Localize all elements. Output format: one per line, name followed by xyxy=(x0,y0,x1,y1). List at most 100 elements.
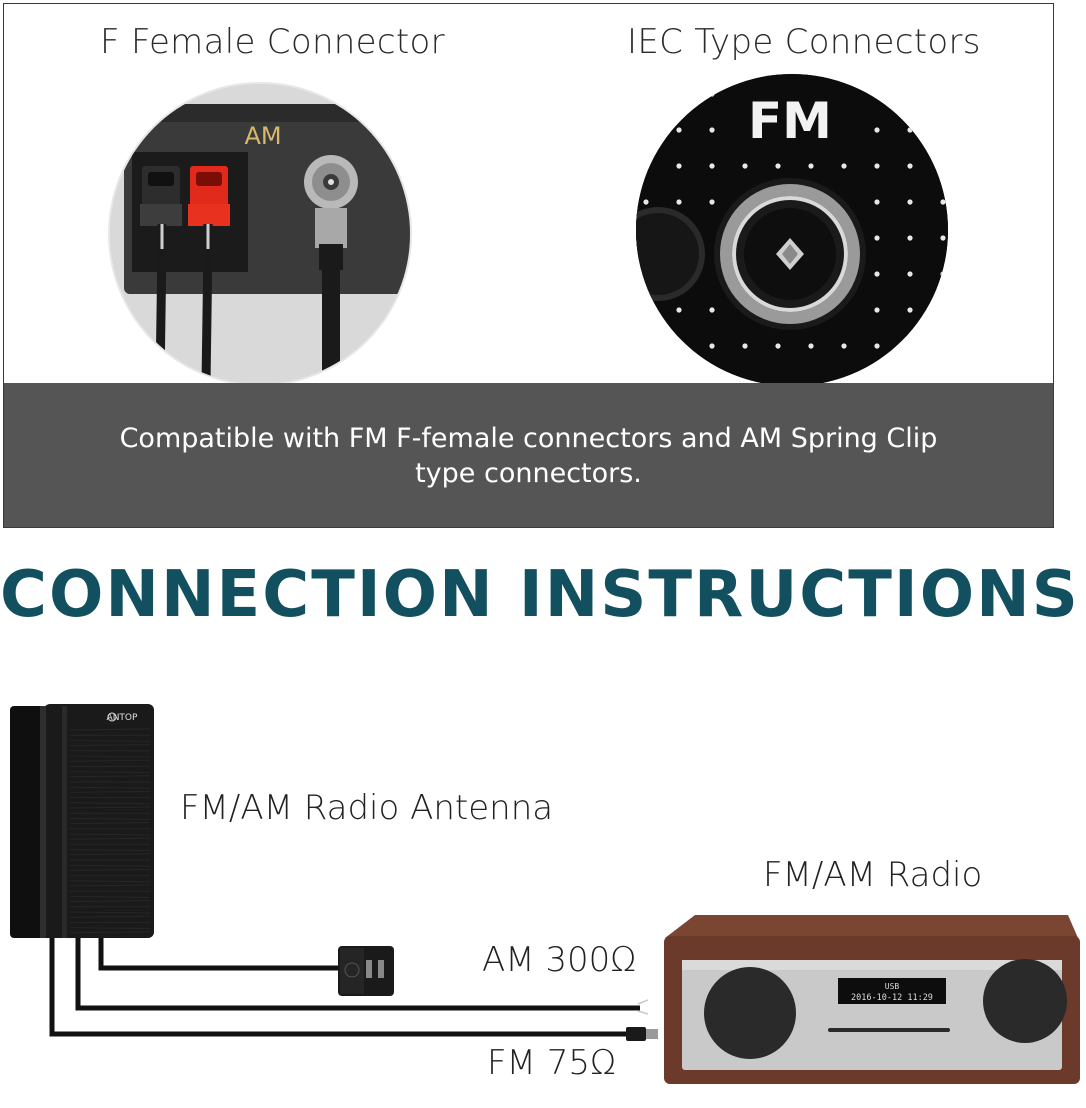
panel-dot xyxy=(907,343,913,349)
panel-dot xyxy=(775,163,781,169)
iec-connector-title: IEC Type Connectors xyxy=(627,22,981,62)
antenna-texture-line xyxy=(69,822,151,825)
panel-dot xyxy=(907,271,913,277)
am-panel-text: AM xyxy=(244,122,281,150)
radio-right-speaker xyxy=(983,959,1067,1043)
iec-connector-illustration: FM xyxy=(636,74,948,386)
antenna-texture-line xyxy=(69,790,151,793)
antenna-texture-line xyxy=(69,759,151,762)
connection-diagram: ANTOP USB 2016-10-12 11:29 xyxy=(10,704,1080,1084)
panel-dot xyxy=(808,163,814,169)
antenna-texture-line xyxy=(69,849,151,852)
antenna-texture-line xyxy=(69,771,151,774)
radio-disc-slot xyxy=(828,1028,950,1032)
panel-dot xyxy=(709,199,715,205)
radio-illustration: USB 2016-10-12 11:29 xyxy=(664,915,1080,1084)
compatibility-caption: Compatible with FM F-female connectors a… xyxy=(119,423,938,489)
panel-dot xyxy=(643,343,649,349)
antenna-texture-line xyxy=(69,915,151,918)
panel-dot xyxy=(643,163,649,169)
antenna-texture-line xyxy=(69,744,151,747)
panel-dot xyxy=(709,343,715,349)
antenna-texture-line xyxy=(69,884,151,887)
antenna-texture-line xyxy=(69,739,151,742)
panel-dot xyxy=(907,199,913,205)
antenna-texture-line xyxy=(69,868,151,871)
panel-dot xyxy=(841,343,847,349)
panel-dot xyxy=(676,343,682,349)
radio-display-bottom-text: 2016-10-12 11:29 xyxy=(851,993,933,1003)
connection-instructions-heading: CONNECTION INSTRUCTIONS xyxy=(0,558,1080,632)
radio-left-speaker xyxy=(704,967,796,1059)
panel-dot xyxy=(643,307,649,313)
panel-dot xyxy=(643,127,649,133)
panel-dot xyxy=(874,199,880,205)
radio-display xyxy=(838,978,946,1004)
panel-dot xyxy=(775,343,781,349)
fm-panel-text: FM xyxy=(748,92,832,150)
antenna-texture-line xyxy=(69,895,151,898)
panel-dot xyxy=(907,91,913,97)
antenna-texture-line xyxy=(69,880,151,883)
panel-dot xyxy=(676,199,682,205)
panel-dot xyxy=(643,91,649,97)
panel-dot xyxy=(709,91,715,97)
antenna-illustration: ANTOP xyxy=(10,704,154,938)
antenna-texture-line xyxy=(69,864,151,867)
iec-connector-photo: FM xyxy=(636,74,948,386)
panel-dot xyxy=(676,163,682,169)
antenna-texture-line xyxy=(69,900,151,903)
antop-logo-text: ANTOP xyxy=(107,713,138,723)
panel-dot xyxy=(808,343,814,349)
panel-dot xyxy=(742,163,748,169)
connector-comparison-panel: F Female Connector IEC Type Connectors A… xyxy=(3,3,1054,528)
panel-dot xyxy=(841,163,847,169)
f-female-connector-photo: AM xyxy=(110,84,410,384)
f-female-connector-title: F Female Connector xyxy=(100,22,445,62)
antenna-texture-line xyxy=(69,728,151,731)
panel-dot xyxy=(940,91,946,97)
antenna-texture-line xyxy=(69,837,151,840)
am-bare-wire-ends xyxy=(637,999,649,1015)
panel-dot xyxy=(874,91,880,97)
am-impedance-label: AM 300Ω xyxy=(482,940,637,980)
panel-dot xyxy=(709,307,715,313)
antenna-texture-line xyxy=(69,802,151,805)
antenna-cables xyxy=(49,938,640,1037)
antenna-texture-line xyxy=(69,931,151,934)
antenna-texture-line xyxy=(69,853,151,856)
antenna-texture-line xyxy=(69,911,151,914)
antop-logo-icon xyxy=(107,712,117,722)
antenna-texture-line xyxy=(69,833,151,836)
antenna-texture-line xyxy=(69,927,151,930)
panel-dot xyxy=(643,199,649,205)
antenna-label: FM/AM Radio Antenna xyxy=(180,788,554,828)
panel-dot xyxy=(907,235,913,241)
panel-dot xyxy=(940,199,946,205)
panel-dot xyxy=(940,271,946,277)
panel-dot xyxy=(742,343,748,349)
panel-dot xyxy=(907,127,913,133)
panel-dot xyxy=(676,127,682,133)
panel-dot xyxy=(940,127,946,133)
antenna-texture-line xyxy=(69,786,151,789)
panel-dot xyxy=(874,343,880,349)
panel-dot xyxy=(676,91,682,97)
panel-dot xyxy=(874,271,880,277)
panel-dot xyxy=(709,163,715,169)
panel-dot xyxy=(874,307,880,313)
panel-dot xyxy=(940,307,946,313)
panel-dot xyxy=(907,307,913,313)
panel-dot xyxy=(874,127,880,133)
panel-dot xyxy=(907,163,913,169)
power-adapter xyxy=(338,946,394,996)
panel-dot xyxy=(940,343,946,349)
panel-dot xyxy=(874,235,880,241)
f-female-connector-illustration: AM xyxy=(110,84,410,384)
panel-dot xyxy=(940,235,946,241)
radio-display-top-text: USB xyxy=(885,982,900,991)
caption-band: Compatible with FM F-female connectors a… xyxy=(4,383,1053,527)
panel-dot xyxy=(709,127,715,133)
panel-dot xyxy=(940,163,946,169)
radio-label: FM/AM Radio xyxy=(763,855,983,895)
